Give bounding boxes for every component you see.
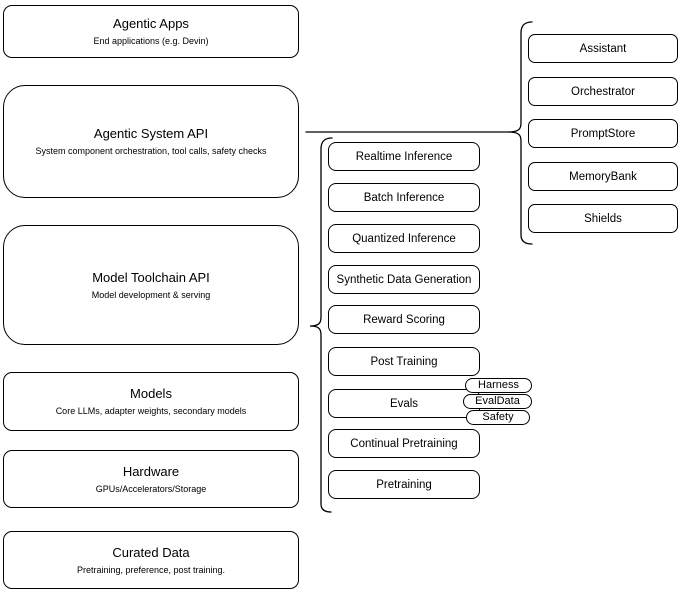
toolchain-item-quantized-inference: Quantized Inference — [328, 224, 480, 253]
curated-data-box: Curated Data Pretraining, preference, po… — [3, 531, 299, 589]
model-toolchain-api-box: Model Toolchain API Model development & … — [3, 225, 299, 345]
box-subtitle: System component orchestration, tool cal… — [35, 146, 267, 156]
box-title: Model Toolchain API — [92, 269, 210, 285]
toolchain-item-reward-scoring: Reward Scoring — [328, 305, 480, 334]
toolchain-item-post-training: Post Training — [328, 347, 480, 376]
box-label: Batch Inference — [363, 191, 445, 204]
box-title: Agentic System API — [93, 126, 209, 141]
box-subtitle: End applications (e.g. Devin) — [93, 36, 209, 46]
hardware-box: Hardware GPUs/Accelerators/Storage — [3, 450, 299, 508]
eval-tag-harness: Harness — [465, 378, 532, 393]
box-label: Post Training — [370, 355, 438, 368]
component-memorybank: MemoryBank — [528, 162, 678, 191]
component-promptstore: PromptStore — [528, 119, 678, 148]
box-label: Shields — [584, 212, 622, 225]
box-label: Realtime Inference — [355, 150, 453, 163]
agentic-apps-box: Agentic Apps End applications (e.g. Devi… — [3, 5, 299, 58]
component-assistant: Assistant — [528, 34, 678, 63]
box-label: Reward Scoring — [363, 313, 445, 326]
box-label: MemoryBank — [569, 170, 637, 183]
box-title: Models — [130, 386, 172, 401]
box-label: Orchestrator — [571, 85, 635, 98]
toolchain-item-continual-pretraining: Continual Pretraining — [328, 429, 480, 458]
box-label: Continual Pretraining — [350, 437, 458, 450]
pill-label: Safety — [482, 411, 514, 423]
agentic-system-api-box: Agentic System API System component orch… — [3, 85, 299, 198]
toolchain-item-pretraining: Pretraining — [328, 470, 480, 499]
box-title: Agentic Apps — [113, 16, 189, 31]
box-title: Curated Data — [112, 544, 190, 560]
box-label: PromptStore — [570, 127, 636, 140]
pill-label: EvalData — [475, 395, 520, 407]
component-orchestrator: Orchestrator — [528, 77, 678, 106]
toolchain-item-synthetic-data-generation: Synthetic Data Generation — [328, 265, 480, 294]
box-label: Assistant — [579, 42, 627, 55]
eval-tag-safety: Safety — [466, 410, 530, 425]
eval-tag-evaldata: EvalData — [463, 394, 532, 409]
box-subtitle: Pretraining, preference, post training. — [76, 564, 226, 575]
box-label: Pretraining — [376, 478, 432, 491]
box-subtitle: GPUs/Accelerators/Storage — [95, 483, 207, 494]
toolchain-item-realtime-inference: Realtime Inference — [328, 142, 480, 171]
models-box: Models Core LLMs, adapter weights, secon… — [3, 372, 299, 431]
toolchain-item-batch-inference: Batch Inference — [328, 183, 480, 212]
pill-label: Harness — [478, 379, 519, 391]
box-label: Quantized Inference — [352, 232, 456, 245]
box-label: Evals — [389, 397, 419, 410]
box-title: Hardware — [122, 463, 180, 479]
toolchain-item-evals: Evals — [328, 389, 480, 418]
box-subtitle: Model development & serving — [91, 289, 211, 300]
box-label: Synthetic Data Generation — [336, 273, 472, 286]
component-shields: Shields — [528, 204, 678, 233]
box-subtitle: Core LLMs, adapter weights, secondary mo… — [55, 406, 247, 416]
